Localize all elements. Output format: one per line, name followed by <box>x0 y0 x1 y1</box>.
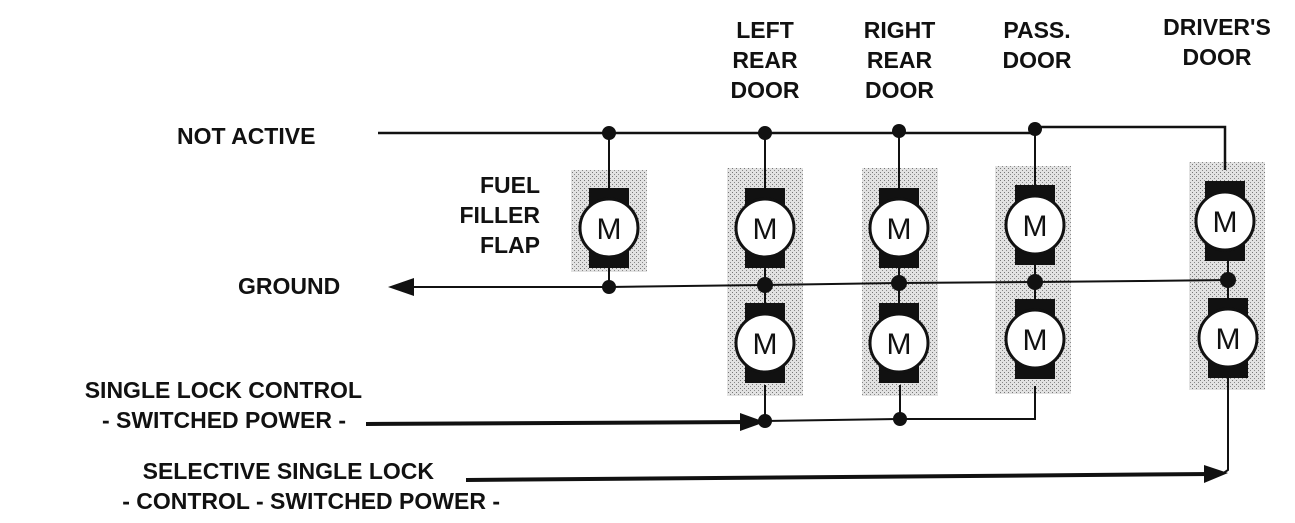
single-lock-control-label: SINGLE LOCK CONTROL - SWITCHED POWER - <box>0 375 362 435</box>
label-line: - CONTROL - SWITCHED POWER - <box>122 488 500 514</box>
label-line: FUEL <box>479 172 540 198</box>
pass-door-upper-motor: M <box>1004 185 1066 265</box>
label-line: DOOR <box>865 77 934 103</box>
label-line: - SWITCHED POWER - <box>101 407 346 433</box>
label-line: RIGHT <box>863 17 936 43</box>
motor-circle <box>1004 194 1066 256</box>
ground-label: GROUND <box>238 273 341 299</box>
motor-label: M <box>753 213 778 246</box>
label-line: SELECTIVE SINGLE LOCK <box>142 458 434 484</box>
motor-label: M <box>1213 206 1238 239</box>
not-active-wire <box>378 125 1227 170</box>
junction-dot <box>602 126 616 140</box>
motor-circle <box>734 197 796 259</box>
right-rear-door-label: RIGHT REAR DOOR <box>852 15 947 105</box>
motor-circle <box>1197 307 1259 369</box>
left-rear-door-label: LEFT REAR DOOR <box>720 15 810 105</box>
junction-dot <box>1220 272 1236 288</box>
left-rear-upper-motor: M <box>734 188 796 268</box>
label-line: LEFT <box>736 17 794 43</box>
pass-door-lower-motor: M <box>1004 299 1066 379</box>
junction-dot <box>758 414 772 428</box>
left-rear-lower-motor: M <box>734 303 796 383</box>
label-line: REAR <box>866 47 933 73</box>
motor-label: M <box>1023 324 1048 357</box>
label-line: FLAP <box>479 232 540 258</box>
junction-dot <box>758 126 772 140</box>
label-line: REAR <box>732 47 798 73</box>
motor-label: M <box>753 328 778 361</box>
label-line: PASS. <box>1003 17 1071 43</box>
junction-dot <box>891 275 907 291</box>
selective-wire <box>465 472 1213 482</box>
label-line: DOOR <box>1002 47 1072 73</box>
motor-circle <box>868 312 930 374</box>
motor-circle <box>578 197 640 259</box>
junction-dot <box>892 124 906 138</box>
junction-dot <box>1028 122 1042 136</box>
junction-dot <box>602 280 616 294</box>
motor-label: M <box>597 213 622 246</box>
label-line: DOOR <box>1182 44 1252 70</box>
motor-label: M <box>887 213 912 246</box>
motors: M M M M M M M M M <box>578 181 1259 383</box>
selective-arrowhead <box>1204 465 1228 483</box>
junction-dots <box>602 122 1236 428</box>
fuel-filler-flap-label: FUEL FILLER FLAP <box>430 170 541 260</box>
motor-label: M <box>1216 323 1241 356</box>
junction-dot <box>757 277 773 293</box>
single-lock-wire <box>365 420 753 426</box>
motor-circle <box>1004 308 1066 370</box>
motor-label: M <box>887 328 912 361</box>
ground-wire <box>406 279 1229 288</box>
motor-circle <box>868 197 930 259</box>
selective-single-lock-label: SELECTIVE SINGLE LOCK - CONTROL - SWITCH… <box>0 456 500 516</box>
not-active-label: NOT ACTIVE <box>177 123 316 149</box>
right-rear-upper-motor: M <box>868 188 930 268</box>
right-rear-lower-motor: M <box>868 303 930 383</box>
motor-circle <box>1194 190 1256 252</box>
driver-lower-drop <box>1221 377 1229 475</box>
motor-circle <box>734 312 796 374</box>
driver-door-lower-motor: M <box>1197 298 1259 378</box>
label-line: DOOR <box>730 77 800 103</box>
pass-door-label: PASS. DOOR <box>992 15 1082 75</box>
motor-label: M <box>1023 210 1048 243</box>
single-lock-bus <box>764 386 1036 422</box>
single-lock-arrowhead <box>740 413 765 431</box>
fuel-flap-motor: M <box>578 188 640 268</box>
label-line: DRIVER'S <box>1163 14 1271 40</box>
ground-arrowhead <box>388 278 414 296</box>
driver-door-upper-motor: M <box>1194 181 1256 261</box>
junction-dot <box>893 412 907 426</box>
label-line: FILLER <box>459 202 541 228</box>
junction-dot <box>1027 274 1043 290</box>
driver-door-label: DRIVER'S DOOR <box>1152 12 1282 72</box>
label-line: SINGLE LOCK CONTROL <box>84 377 362 403</box>
